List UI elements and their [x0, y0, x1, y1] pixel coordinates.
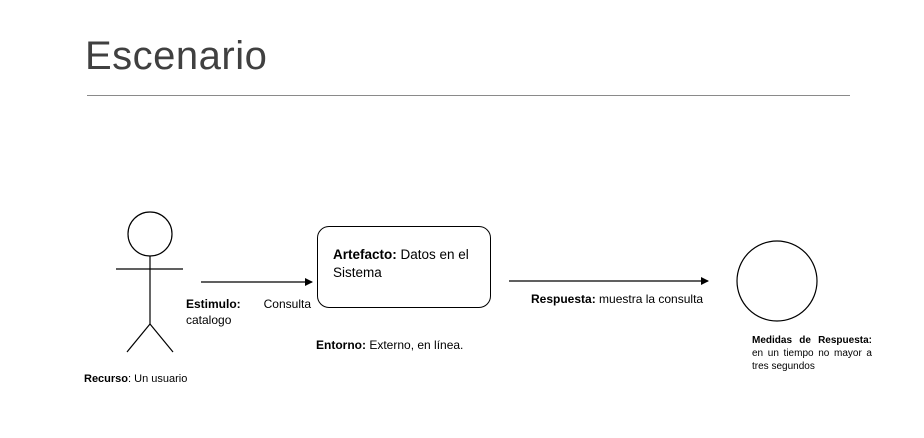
response-measure-text: Medidas de Respuesta: en un tiempo no ma… [752, 334, 872, 373]
stimulus-value-line1: Consulta [263, 297, 311, 311]
response-measure-label: Medidas de Respuesta: [752, 335, 872, 346]
stimulus-text: Estimulo: Consulta catalogo [186, 296, 311, 328]
title-divider [87, 95, 850, 96]
environment-text: Entorno: Externo, en línea. [316, 337, 463, 353]
artifact-box [317, 226, 491, 308]
stimulus-label: Estimulo: [186, 297, 241, 311]
artifact-label: Artefacto: [333, 247, 397, 262]
environment-value: Externo, en línea. [366, 338, 464, 352]
stimulus-value-line2: catalogo [186, 313, 232, 327]
response-measure-circle [736, 240, 818, 322]
source-value: : Un usuario [128, 373, 188, 385]
environment-label: Entorno: [316, 338, 366, 352]
response-measure-value: en un tiempo no mayor a tres segundos [752, 348, 872, 372]
artifact-text: Artefacto: Datos en el Sistema [333, 246, 483, 282]
actor-stick-figure-icon [116, 211, 183, 353]
response-label: Respuesta: [531, 292, 596, 306]
source-label: Recurso [84, 373, 129, 385]
artifact-value: Datos en el Sistema [333, 247, 469, 280]
slide-title: Escenario [85, 34, 268, 78]
source-text: Recurso: Un usuario [84, 373, 187, 386]
response-value: muestra la consulta [595, 292, 704, 306]
response-text: Respuesta: muestra la consulta [531, 291, 703, 307]
